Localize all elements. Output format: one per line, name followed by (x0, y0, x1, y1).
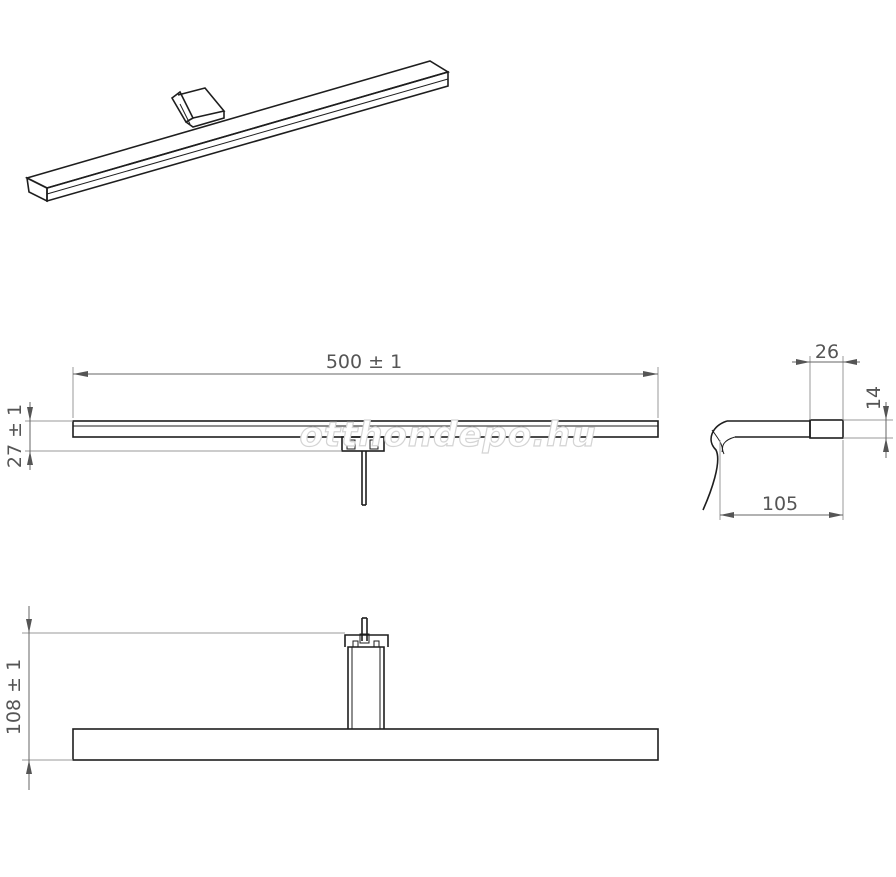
top-view: 108 ± 1 (3, 606, 659, 790)
dim-height-total-label: 108 ± 1 (3, 659, 25, 735)
dim-height-front-label: 27 ± 1 (4, 404, 26, 468)
front-view: 500 ± 1 27 ± 1 (4, 351, 659, 506)
dim-projection-label: 105 (762, 493, 798, 515)
watermark-text: otthondepo.hu (299, 415, 596, 455)
dim-thickness-label: 14 (863, 386, 885, 410)
isometric-view (24, 60, 450, 203)
dim-depth-label: 26 (815, 341, 839, 363)
dim-length-label: 500 ± 1 (326, 351, 402, 373)
side-view: 26 14 105 (702, 341, 893, 520)
